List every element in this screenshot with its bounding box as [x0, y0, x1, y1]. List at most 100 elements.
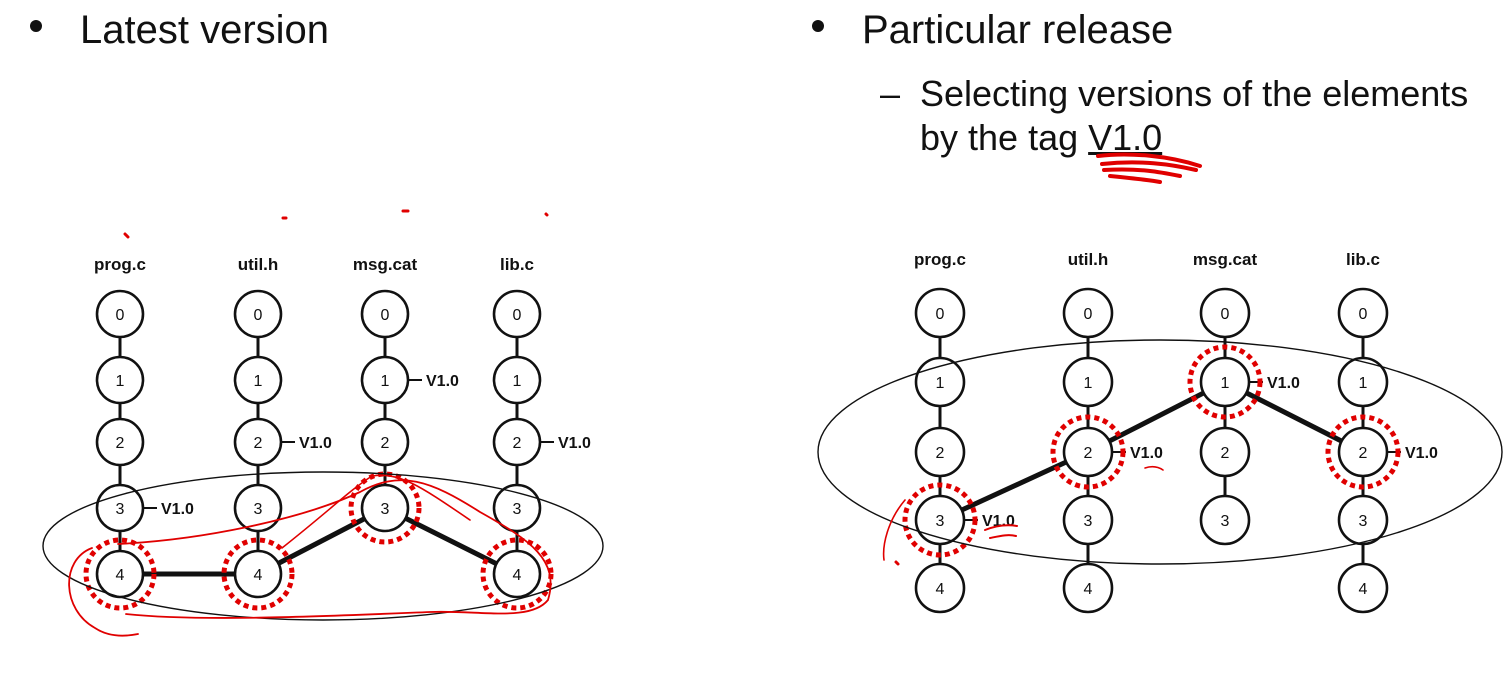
version-node-label: 4	[513, 567, 522, 584]
tag-label-v1-0: V1.0	[161, 501, 194, 518]
version-node	[360, 289, 410, 339]
version-node-label: 3	[254, 501, 263, 518]
version-node	[1337, 356, 1389, 408]
selection-path	[277, 516, 366, 566]
version-node-label: 1	[513, 373, 522, 390]
version-node-label: 3	[381, 501, 390, 518]
version-node	[914, 562, 966, 614]
version-node-label: 1	[381, 373, 390, 390]
bullet-particular-release: Particular release	[812, 10, 1173, 50]
highlight-circle	[348, 471, 422, 545]
tag-label-v1-0: V1.0	[982, 513, 1015, 530]
sub-bullet-line1: Selecting versions of the elements	[920, 73, 1469, 114]
version-node-label: 4	[116, 567, 125, 584]
version-node	[95, 355, 145, 405]
version-node	[360, 417, 410, 467]
version-node	[1199, 426, 1251, 478]
version-node-label: 0	[254, 307, 263, 324]
ink-dot	[894, 560, 900, 566]
file-label-util-h: util.h	[238, 255, 279, 274]
file-label-msg-cat: msg.cat	[1193, 250, 1258, 269]
version-node	[914, 287, 966, 339]
ink-stroke	[1144, 465, 1164, 471]
tag-label-v1-0: V1.0	[1130, 445, 1163, 462]
highlight-circle	[221, 537, 295, 611]
version-node-label: 0	[1084, 306, 1093, 323]
right-panel: prog.c01234util.h01234msg.cat0123lib.c01…	[817, 250, 1503, 614]
highlight-circle	[1325, 414, 1401, 490]
ink-stroke	[984, 524, 1018, 539]
selection-path	[404, 516, 498, 566]
version-node-label: 0	[936, 306, 945, 323]
version-node-label: 2	[1084, 445, 1093, 462]
tag-label-v1-0: V1.0	[426, 373, 459, 390]
version-node	[1199, 287, 1251, 339]
version-node-label: 1	[254, 373, 263, 390]
version-node-label: 0	[381, 307, 390, 324]
highlight-circle	[1187, 344, 1263, 420]
version-node-label: 3	[1359, 513, 1368, 530]
version-node	[1337, 494, 1389, 546]
file-label-prog-c: prog.c	[914, 250, 966, 269]
version-node-label: 2	[254, 435, 263, 452]
version-node-label: 3	[116, 501, 125, 518]
version-node	[1199, 494, 1251, 546]
version-node	[233, 355, 283, 405]
tag-label-v1-0: V1.0	[1405, 445, 1438, 462]
dash-marker: –	[880, 73, 901, 114]
bullet-latest-version: Latest version	[30, 10, 329, 50]
version-node-label: 4	[1084, 581, 1093, 598]
version-node	[1337, 562, 1389, 614]
version-node-label: 3	[1221, 513, 1230, 530]
configuration-ellipse	[817, 339, 1503, 565]
version-node-label: 2	[1221, 445, 1230, 462]
bullet-dot	[30, 20, 42, 33]
version-node-label: 0	[1359, 306, 1368, 323]
file-label-prog-c: prog.c	[94, 255, 146, 274]
file-label-msg-cat: msg.cat	[353, 255, 418, 274]
version-node-label: 2	[513, 435, 522, 452]
ink-stroke	[117, 479, 552, 619]
highlight-circle	[1050, 414, 1126, 490]
ink-stroke	[68, 547, 139, 637]
version-node-label: 3	[936, 513, 945, 530]
version-node	[1062, 356, 1114, 408]
version-node	[1062, 287, 1114, 339]
sub-bullet-line2-prefix: by the tag	[920, 117, 1089, 158]
bullet-text: Latest version	[80, 8, 330, 52]
version-node	[95, 417, 145, 467]
ink-stroke	[281, 474, 471, 549]
sub-bullet-selecting-versions: –Selecting versions of the elements by t…	[880, 72, 1468, 160]
bullet-dot	[812, 20, 824, 33]
version-node-label: 4	[936, 581, 945, 598]
version-node-label: 3	[1084, 513, 1093, 530]
version-node	[233, 289, 283, 339]
version-node-label: 4	[1359, 581, 1368, 598]
file-label-util-h: util.h	[1068, 250, 1109, 269]
version-node-label: 2	[936, 445, 945, 462]
version-node	[492, 483, 542, 533]
version-node	[233, 483, 283, 533]
version-node-label: 1	[1359, 375, 1368, 392]
tag-label-v1-0: V1.0	[558, 435, 591, 452]
version-node-label: 1	[1084, 375, 1093, 392]
configuration-ellipse	[42, 471, 604, 621]
highlight-circle	[902, 482, 978, 558]
version-node	[1062, 562, 1114, 614]
version-node-label: 1	[936, 375, 945, 392]
ink-stroke	[882, 499, 906, 561]
version-node	[492, 549, 542, 599]
version-node	[95, 289, 145, 339]
highlight-circle	[480, 537, 554, 611]
ink-dot	[123, 232, 130, 239]
version-node-label: 4	[254, 567, 263, 584]
ink-annotations	[68, 152, 1202, 637]
version-node	[360, 483, 410, 533]
file-label-lib-c: lib.c	[1346, 250, 1380, 269]
version-node	[492, 355, 542, 405]
version-node-label: 0	[1221, 306, 1230, 323]
version-node	[492, 289, 542, 339]
version-node-label: 2	[1359, 445, 1368, 462]
selection-path	[1108, 390, 1205, 444]
